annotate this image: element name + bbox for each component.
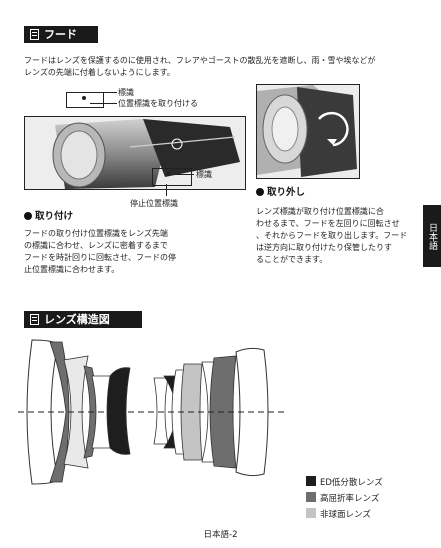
legend-item-ed: ED低分散レンズ (306, 476, 383, 488)
document-icon (30, 314, 39, 325)
detach-line: わせるまで、フードを左回りに回転させ (256, 218, 424, 230)
detach-body: レンズ標識が取り付け位置標識に合 わせるまで、フードを左回りに回転させ 、それか… (256, 206, 424, 266)
callout-mount-position-mark: 位置標識を取り付ける (118, 98, 198, 109)
attach-body: フードの取り付け位置標識をレンズ先端 の標識に合わせ、レンズに密着するまで フー… (24, 228, 224, 276)
lens-element-7 (154, 378, 168, 444)
bullet-dot (256, 188, 264, 196)
detach-line: ることができます。 (256, 254, 424, 266)
legend-label: 非球面レンズ (320, 510, 371, 520)
section-title-hood: フード (44, 28, 77, 41)
legend-swatch (306, 492, 316, 502)
lens-element-6 (107, 368, 130, 455)
callout-line (90, 103, 117, 104)
section-header-lens-construction: レンズ構造図 (24, 311, 142, 328)
bullet-dot (24, 212, 32, 220)
attach-line: 止位置標識に合わせます。 (24, 264, 224, 276)
section-header-hood: フード (24, 26, 98, 43)
lens-with-hood-illustration (25, 117, 246, 190)
document-icon (30, 29, 39, 40)
attach-heading-text: 取り付け (35, 211, 73, 222)
callout-index-mark: 標識 (118, 87, 134, 98)
hood-detach-photo (256, 84, 360, 179)
legend-item-high-refraction: 高屈折率レンズ (306, 492, 379, 504)
attach-mark-box (66, 92, 104, 108)
callout-line (166, 184, 167, 196)
attach-line: の標識に合わせ、レンズに密着するまで (24, 240, 224, 252)
callout-line (174, 174, 194, 175)
detach-line: 、それからフードを取り出します。フード (256, 230, 424, 242)
detach-line: レンズ標識が取り付け位置標識に合 (256, 206, 424, 218)
section-title-lens-construction: レンズ構造図 (44, 313, 110, 326)
detach-heading: 取り外し (256, 184, 305, 198)
legend-swatch (306, 476, 316, 486)
hood-intro-line: レンズの先端に付着しないようにします。 (24, 67, 424, 79)
detach-line: は逆方向に取り付けたり保管したりす (256, 242, 424, 254)
callout-stop-position-mark: 停止位置標識 (130, 198, 178, 209)
mark-dot (166, 172, 170, 176)
stop-mark-box (152, 168, 192, 186)
attach-line: フードの取り付け位置標識をレンズ先端 (24, 228, 224, 240)
hood-intro: フードはレンズを保護するのに使用され、フレアやゴーストの散乱光を遮断し、雨・雪や… (24, 55, 424, 79)
attach-heading: 取り付け (24, 208, 73, 222)
lens-construction-diagram (18, 336, 286, 488)
language-side-tab: 日本語 (423, 205, 441, 267)
hood-intro-line: フードはレンズを保護するのに使用され、フレアやゴーストの散乱光を遮断し、雨・雪や… (24, 55, 424, 67)
legend-label: ED低分散レンズ (320, 478, 383, 488)
mark-dot (82, 96, 86, 100)
callout-line (90, 92, 117, 93)
callout-index-mark-2: 標識 (196, 169, 212, 180)
legend-label: 高屈折率レンズ (320, 494, 379, 504)
hood-attach-photo (24, 116, 246, 190)
attach-line: フードを時計回りに回転させ、フードの停 (24, 252, 224, 264)
detach-heading-text: 取り外し (267, 187, 305, 198)
legend-item-aspherical: 非球面レンズ (306, 508, 371, 520)
page-number: 日本語-2 (0, 528, 441, 540)
legend-swatch (306, 508, 316, 518)
hood-rotation-illustration (257, 85, 360, 179)
